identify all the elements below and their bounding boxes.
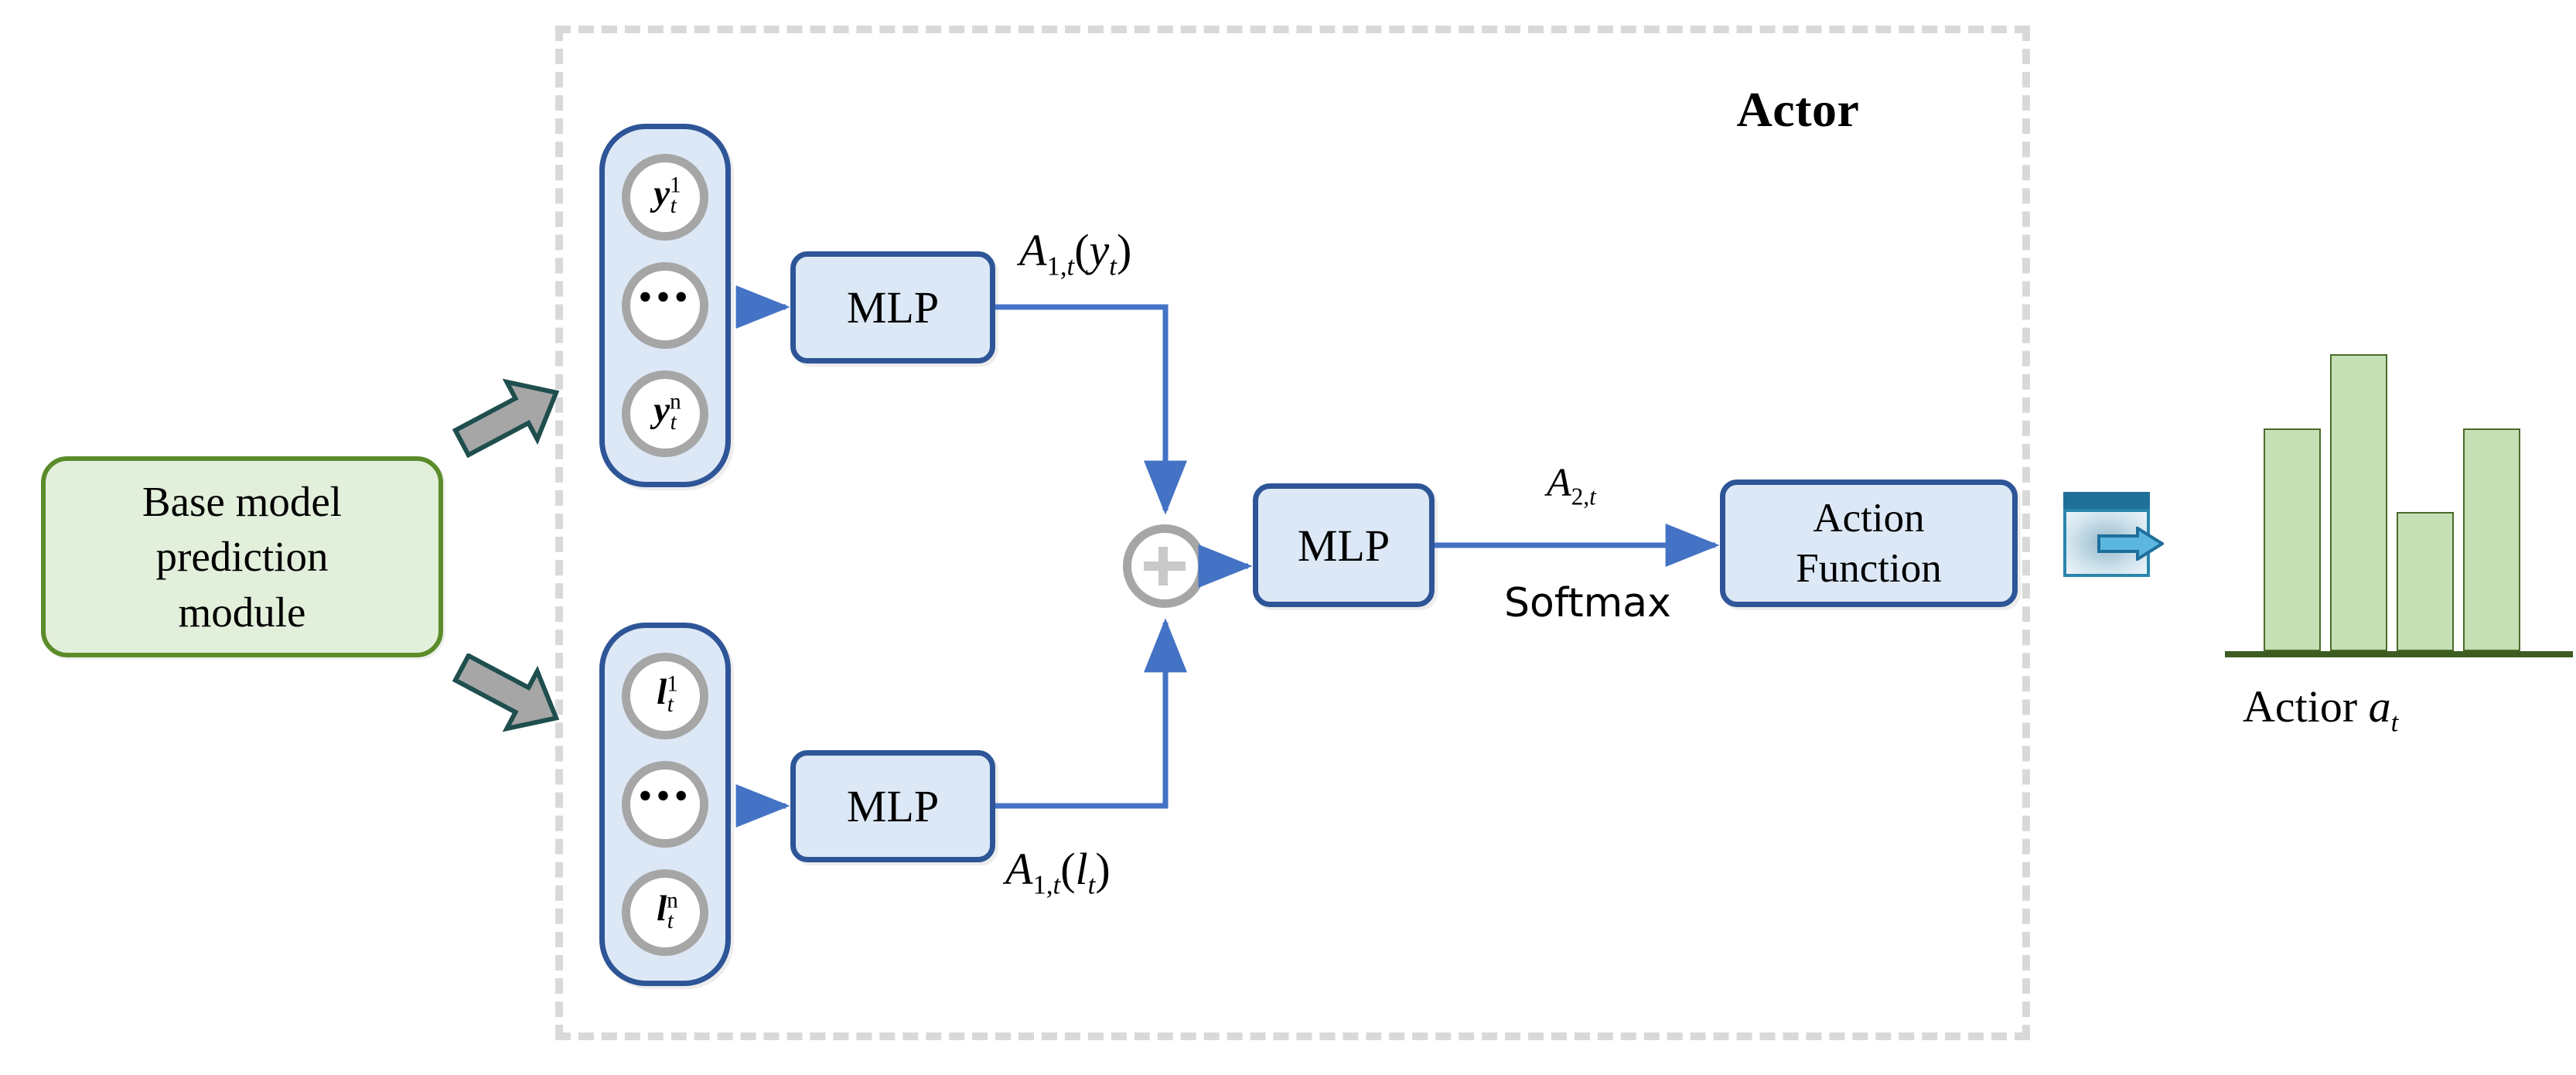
action-distribution-chart — [2225, 340, 2573, 665]
export-icon-header — [2063, 492, 2150, 509]
neuron-y-n: ynt — [622, 370, 708, 457]
neuron-l-n: lnt — [622, 869, 708, 956]
neuron-stack-l: l1t ••• lnt — [599, 623, 731, 986]
base-module-label: Base model prediction module — [142, 477, 343, 636]
chart-caption: Actior at — [2243, 681, 2399, 738]
neuron-l-ellipsis-label: ••• — [638, 773, 692, 818]
neuron-l-1-label: l1t — [657, 671, 678, 718]
label-a2t: A2,t — [1547, 461, 1596, 510]
neuron-l-1: l1t — [622, 653, 708, 739]
chart-caption-text: Actior — [2243, 681, 2369, 732]
actor-boundary-frame — [555, 26, 2030, 1040]
label-a1t-yt: A1,t(yt) — [1019, 225, 1132, 282]
gray-arrow-down-right-icon — [452, 654, 560, 732]
neuron-y-1: y1t — [622, 154, 708, 241]
export-window-arrow-icon — [2057, 492, 2164, 585]
chart-plot-area — [2247, 342, 2556, 651]
chart-bar — [2463, 428, 2520, 651]
gray-arrow-up-right-icon — [452, 378, 560, 458]
neuron-l-n-label: lnt — [657, 888, 678, 934]
export-icon-arrow — [2097, 527, 2164, 561]
neuron-y-ellipsis-label: ••• — [638, 275, 692, 319]
mlp-box-bottom[interactable]: MLP — [790, 750, 995, 862]
chart-baseline-axis — [2225, 651, 2573, 657]
neuron-y-ellipsis: ••• — [622, 262, 708, 349]
sum-operator-node — [1123, 524, 1206, 608]
mlp-box-middle[interactable]: MLP — [1253, 483, 1435, 607]
neuron-stack-y: y1t ••• ynt — [599, 124, 731, 487]
base-model-prediction-module[interactable]: Base model prediction module — [41, 456, 443, 657]
actor-title: Actor — [1736, 82, 1860, 137]
neuron-y-1-label: y1t — [653, 172, 681, 219]
mlp-box-top[interactable]: MLP — [790, 251, 995, 363]
neuron-y-n-label: ynt — [653, 389, 681, 435]
label-softmax: Softmax — [1504, 580, 1671, 626]
action-function-box[interactable]: Action Function — [1720, 479, 2018, 607]
label-a1t-lt: A1,t(lt) — [1005, 844, 1111, 900]
chart-bar — [2397, 512, 2454, 651]
neuron-l-ellipsis: ••• — [622, 761, 708, 848]
chart-bar — [2264, 428, 2321, 651]
chart-bar — [2330, 354, 2387, 651]
